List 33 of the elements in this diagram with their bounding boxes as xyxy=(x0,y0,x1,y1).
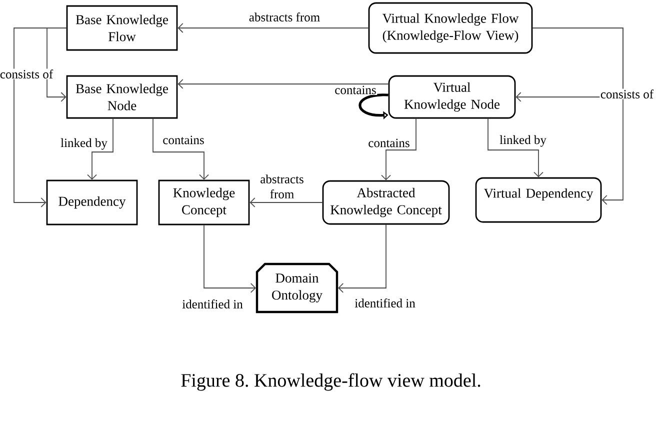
edge-label: abstracts from xyxy=(256,174,308,200)
edge-label: contains xyxy=(334,85,378,95)
chamfered-box: Domain Ontology xyxy=(256,262,338,314)
edge-label: abstracts from xyxy=(248,12,321,22)
arrow xyxy=(178,79,389,89)
entity-box: Base Knowledge Node xyxy=(66,75,178,119)
entity-box: Base Knowledge Flow xyxy=(66,5,178,51)
edge-label: identified in xyxy=(354,298,416,308)
arrow xyxy=(178,23,369,33)
arrow xyxy=(532,28,624,205)
arrow xyxy=(338,224,386,293)
edge-label: consists of xyxy=(0,68,54,80)
arrow xyxy=(152,118,209,180)
arrow xyxy=(381,118,416,180)
edge-label: linked by xyxy=(60,138,108,150)
caption: Figure 8. Knowledge-flow view model. xyxy=(181,373,480,391)
edge-label: identified in xyxy=(181,298,244,310)
rounded-box: Virtual Knowledge Node xyxy=(388,75,516,119)
arrow xyxy=(204,224,256,293)
edge-label: consists of xyxy=(600,88,654,100)
arrow xyxy=(87,118,114,180)
edge-label: contains xyxy=(162,135,206,145)
arrow xyxy=(488,118,544,178)
edge-label: contains xyxy=(367,138,411,148)
edge-label: linked by xyxy=(498,134,548,148)
arrow xyxy=(46,28,67,102)
arrow xyxy=(250,198,323,208)
rounded-box: Virtual Dependency xyxy=(475,177,602,223)
rounded-box: Abstracted Knowledge Concept xyxy=(322,180,450,225)
entity-box: Dependency xyxy=(46,180,138,226)
arrow xyxy=(14,28,67,208)
rounded-box: Virtual Knowledge Flow (Knowledge-Flow View) xyxy=(368,2,533,54)
entity-box: Knowledge Concept xyxy=(158,180,250,226)
